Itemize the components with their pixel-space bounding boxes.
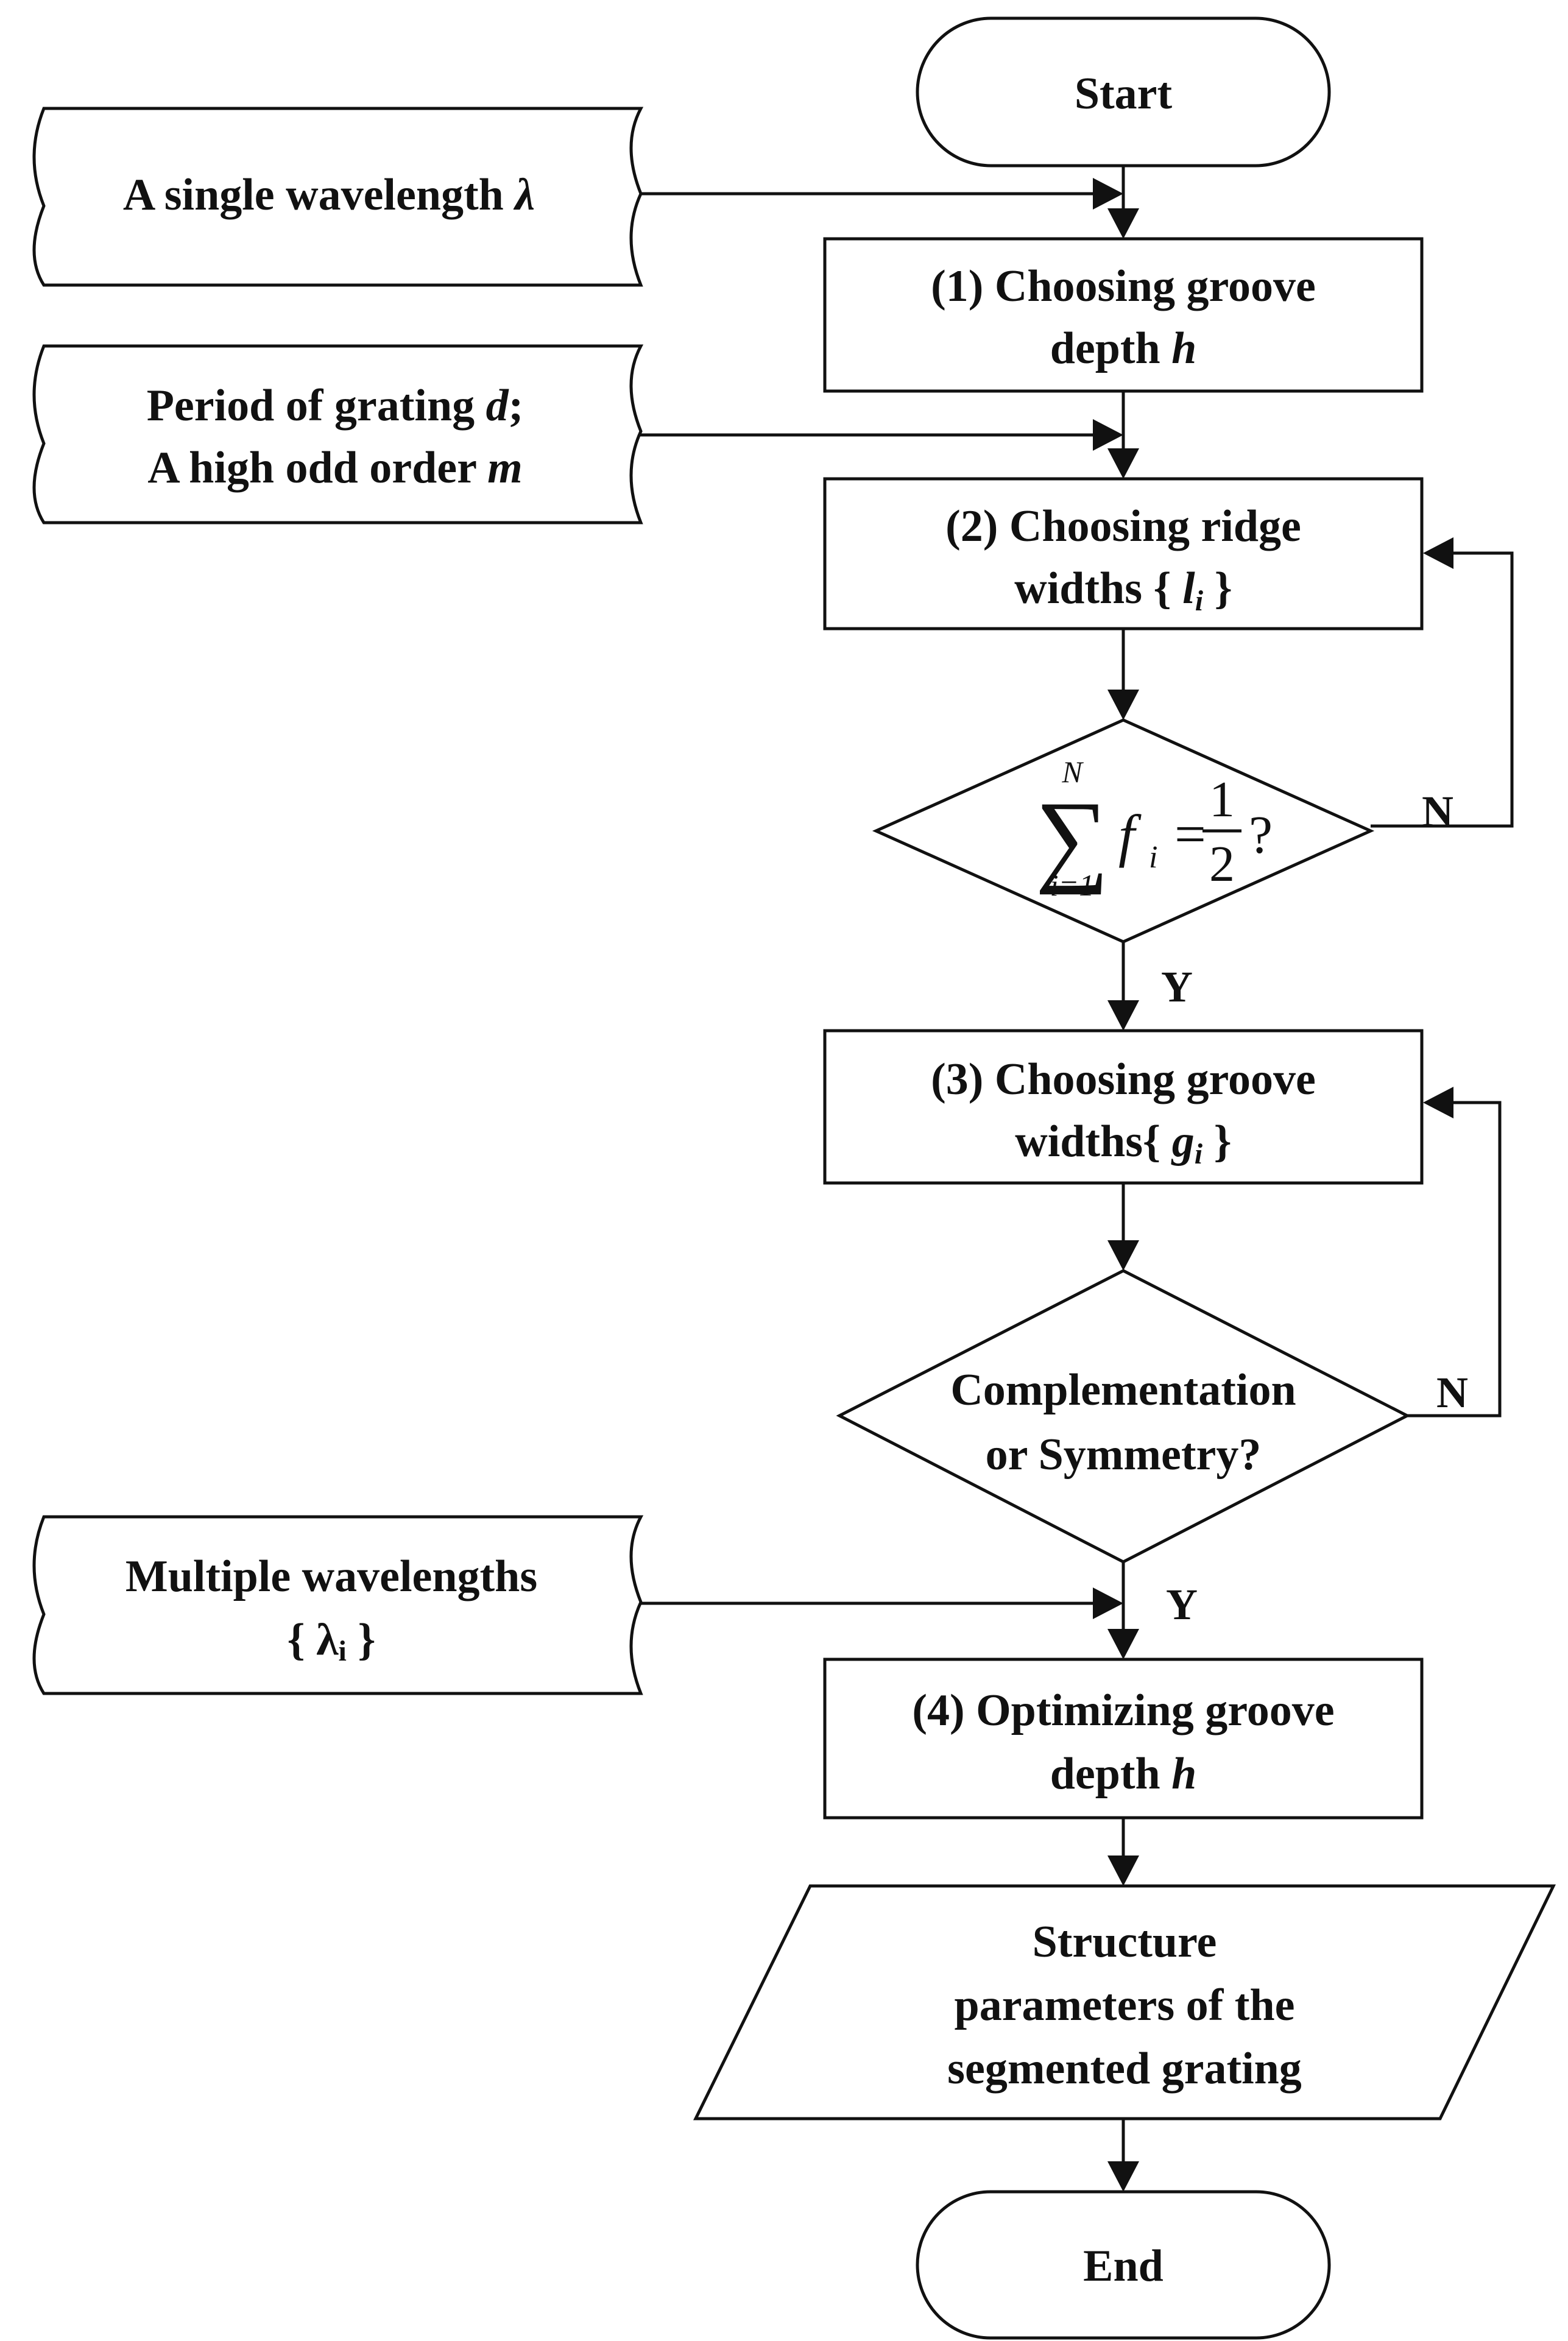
end-label: End <box>1083 2241 1164 2291</box>
fraction-denominator: 2 <box>1209 836 1235 892</box>
input-period-order: Period of grating d; A high odd order m <box>32 344 644 524</box>
summation-symbol: ∑ <box>1035 780 1109 895</box>
start-label: Start <box>1075 69 1173 119</box>
arrowhead-step3 <box>1107 1000 1139 1031</box>
output-line1: Structure <box>1033 1917 1217 1967</box>
edge-decision1-no-loop <box>1371 551 1514 828</box>
step4-line1: (4) Optimizing groove <box>912 1686 1334 1735</box>
arrowhead-wavelength-input <box>1093 178 1123 210</box>
arrowhead-decision1-no <box>1423 537 1453 569</box>
connectors <box>619 166 1514 2192</box>
decision1-summation: ∑ N i=1 f i = 1 2 ? <box>872 718 1375 944</box>
arrowhead-step1 <box>1107 208 1139 239</box>
arrowhead-step2 <box>1107 448 1139 479</box>
step1-line1: (1) Choosing groove <box>931 261 1316 311</box>
arrowhead-period-input <box>1093 419 1123 451</box>
step1-choosing-groove-depth: (1) Choosing groove depth h <box>823 237 1424 393</box>
summation-upper-limit: N <box>1061 755 1084 789</box>
step3-choosing-groove-widths: (3) Choosing groove widths{ gi } <box>823 1029 1424 1185</box>
equals-sign: = <box>1174 803 1206 865</box>
decision2-line2: or Symmetry? <box>986 1430 1262 1480</box>
arrowhead-step4 <box>1107 1629 1139 1659</box>
arrowhead-end <box>1107 2161 1139 2192</box>
decision2-complementation-symmetry: Complementation or Symmetry? <box>836 1269 1411 1564</box>
arrowhead-multi-wavelength-input <box>1093 1587 1123 1619</box>
question-mark: ? <box>1249 806 1273 865</box>
input-period-line1: Period of grating d; <box>147 381 524 431</box>
decision2-line1: Complementation <box>950 1365 1296 1415</box>
decision1-yes-label: Y <box>1161 962 1193 1011</box>
arrowhead-decision1 <box>1107 690 1139 720</box>
input-multiple-wavelengths: Multiple wavelengths { λi } <box>32 1515 644 1695</box>
output-structure-parameters: Structure parameters of the segmented gr… <box>693 1884 1556 2120</box>
summation-lower-limit: i=1 <box>1050 868 1095 902</box>
arrowhead-decision2 <box>1107 1240 1139 1271</box>
decision1-no-label: N <box>1422 787 1453 836</box>
output-line3: segmented grating <box>947 2044 1302 2094</box>
summation-term-sub: i <box>1149 840 1157 875</box>
input-single-wavelength: A single wavelength λ <box>32 107 644 287</box>
input-multi-line2: { λi } <box>287 1615 375 1667</box>
start-terminal: Start <box>916 16 1331 168</box>
step2-choosing-ridge-widths: (2) Choosing ridge widths { li } <box>823 477 1424 630</box>
step2-line2: widths { li } <box>1014 563 1232 617</box>
input-period-line2: A high odd order m <box>147 443 522 493</box>
arrowhead-output <box>1107 1855 1139 1886</box>
output-line2: parameters of the <box>955 1980 1295 2030</box>
step4-optimizing-groove-depth: (4) Optimizing groove depth h <box>823 1658 1424 1820</box>
fraction-numerator: 1 <box>1209 771 1235 828</box>
step3-line1: (3) Choosing groove <box>931 1054 1316 1104</box>
edge-decision2-no-loop <box>1407 1101 1502 1418</box>
step2-line1: (2) Choosing ridge <box>945 501 1301 551</box>
input-single-wavelength-text: A single wavelength λ <box>123 170 535 220</box>
end-terminal: End <box>916 2190 1331 2340</box>
decision2-no-label: N <box>1436 1368 1468 1417</box>
input-multi-line1: Multiple wavelengths <box>125 1552 537 1601</box>
step1-line2: depth h <box>1050 323 1197 373</box>
summation-formula: ∑ N i=1 f i = 1 2 ? <box>1035 755 1273 902</box>
decision2-yes-label: Y <box>1166 1580 1198 1629</box>
step4-line2: depth h <box>1050 1749 1197 1799</box>
arrowhead-decision2-no <box>1423 1087 1453 1118</box>
step3-line2: widths{ gi } <box>1015 1117 1231 1170</box>
